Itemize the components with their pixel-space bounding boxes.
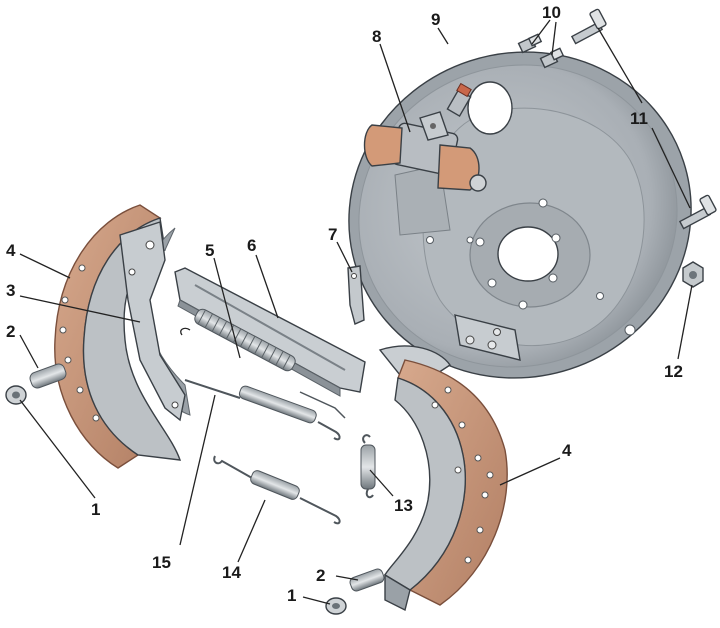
hold-down-cup-right <box>325 597 347 615</box>
backing-plate <box>348 51 692 379</box>
parking-brake-lever <box>119 221 186 422</box>
callout-labels: 4 3 2 1 5 6 7 8 9 10 11 12 13 14 15 4 2 … <box>6 3 683 605</box>
retaining-plate-7 <box>347 265 365 325</box>
spring-5 <box>180 308 296 372</box>
bleeder-valve <box>446 82 472 117</box>
label-4-right: 4 <box>562 441 572 460</box>
label-6: 6 <box>247 236 256 255</box>
label-10: 10 <box>542 3 561 22</box>
mounting-bolt-11-bottom <box>678 194 717 230</box>
nut-12 <box>682 261 704 288</box>
cylinder-boot-right <box>437 144 480 191</box>
plate-hub-hole <box>497 226 559 282</box>
spring-14 <box>213 455 341 525</box>
label-15: 15 <box>152 553 171 572</box>
label-2-left: 2 <box>6 322 15 341</box>
label-4-left: 4 <box>6 241 16 260</box>
plate-window-hole <box>467 81 513 135</box>
spacer-bar <box>174 267 366 397</box>
fixing-bolt-10b <box>539 47 565 69</box>
label-8: 8 <box>372 27 381 46</box>
label-11: 11 <box>630 109 648 128</box>
cylinder-boot-left <box>363 124 403 167</box>
hold-down-spring-right <box>349 568 385 592</box>
label-7: 7 <box>328 225 337 244</box>
label-14: 14 <box>222 563 241 582</box>
label-1-right: 1 <box>287 586 296 605</box>
leader-lines <box>19 19 693 605</box>
mounting-bolt-11-top <box>570 8 607 45</box>
anchor-plate <box>454 314 521 361</box>
label-1-left: 1 <box>91 500 100 519</box>
label-2-right: 2 <box>316 566 325 585</box>
spring-15 <box>184 379 346 441</box>
label-12: 12 <box>664 362 683 381</box>
hold-down-spring-left <box>29 363 67 389</box>
label-9: 9 <box>431 10 440 29</box>
label-3: 3 <box>6 281 15 300</box>
hold-down-cup-left <box>5 385 27 405</box>
brake-shoe-right <box>378 345 508 612</box>
label-5: 5 <box>205 241 214 260</box>
wheel-cylinder <box>363 82 487 192</box>
cylinder-piston-pin <box>469 174 487 192</box>
spring-13 <box>360 434 376 499</box>
label-13: 13 <box>394 496 413 515</box>
